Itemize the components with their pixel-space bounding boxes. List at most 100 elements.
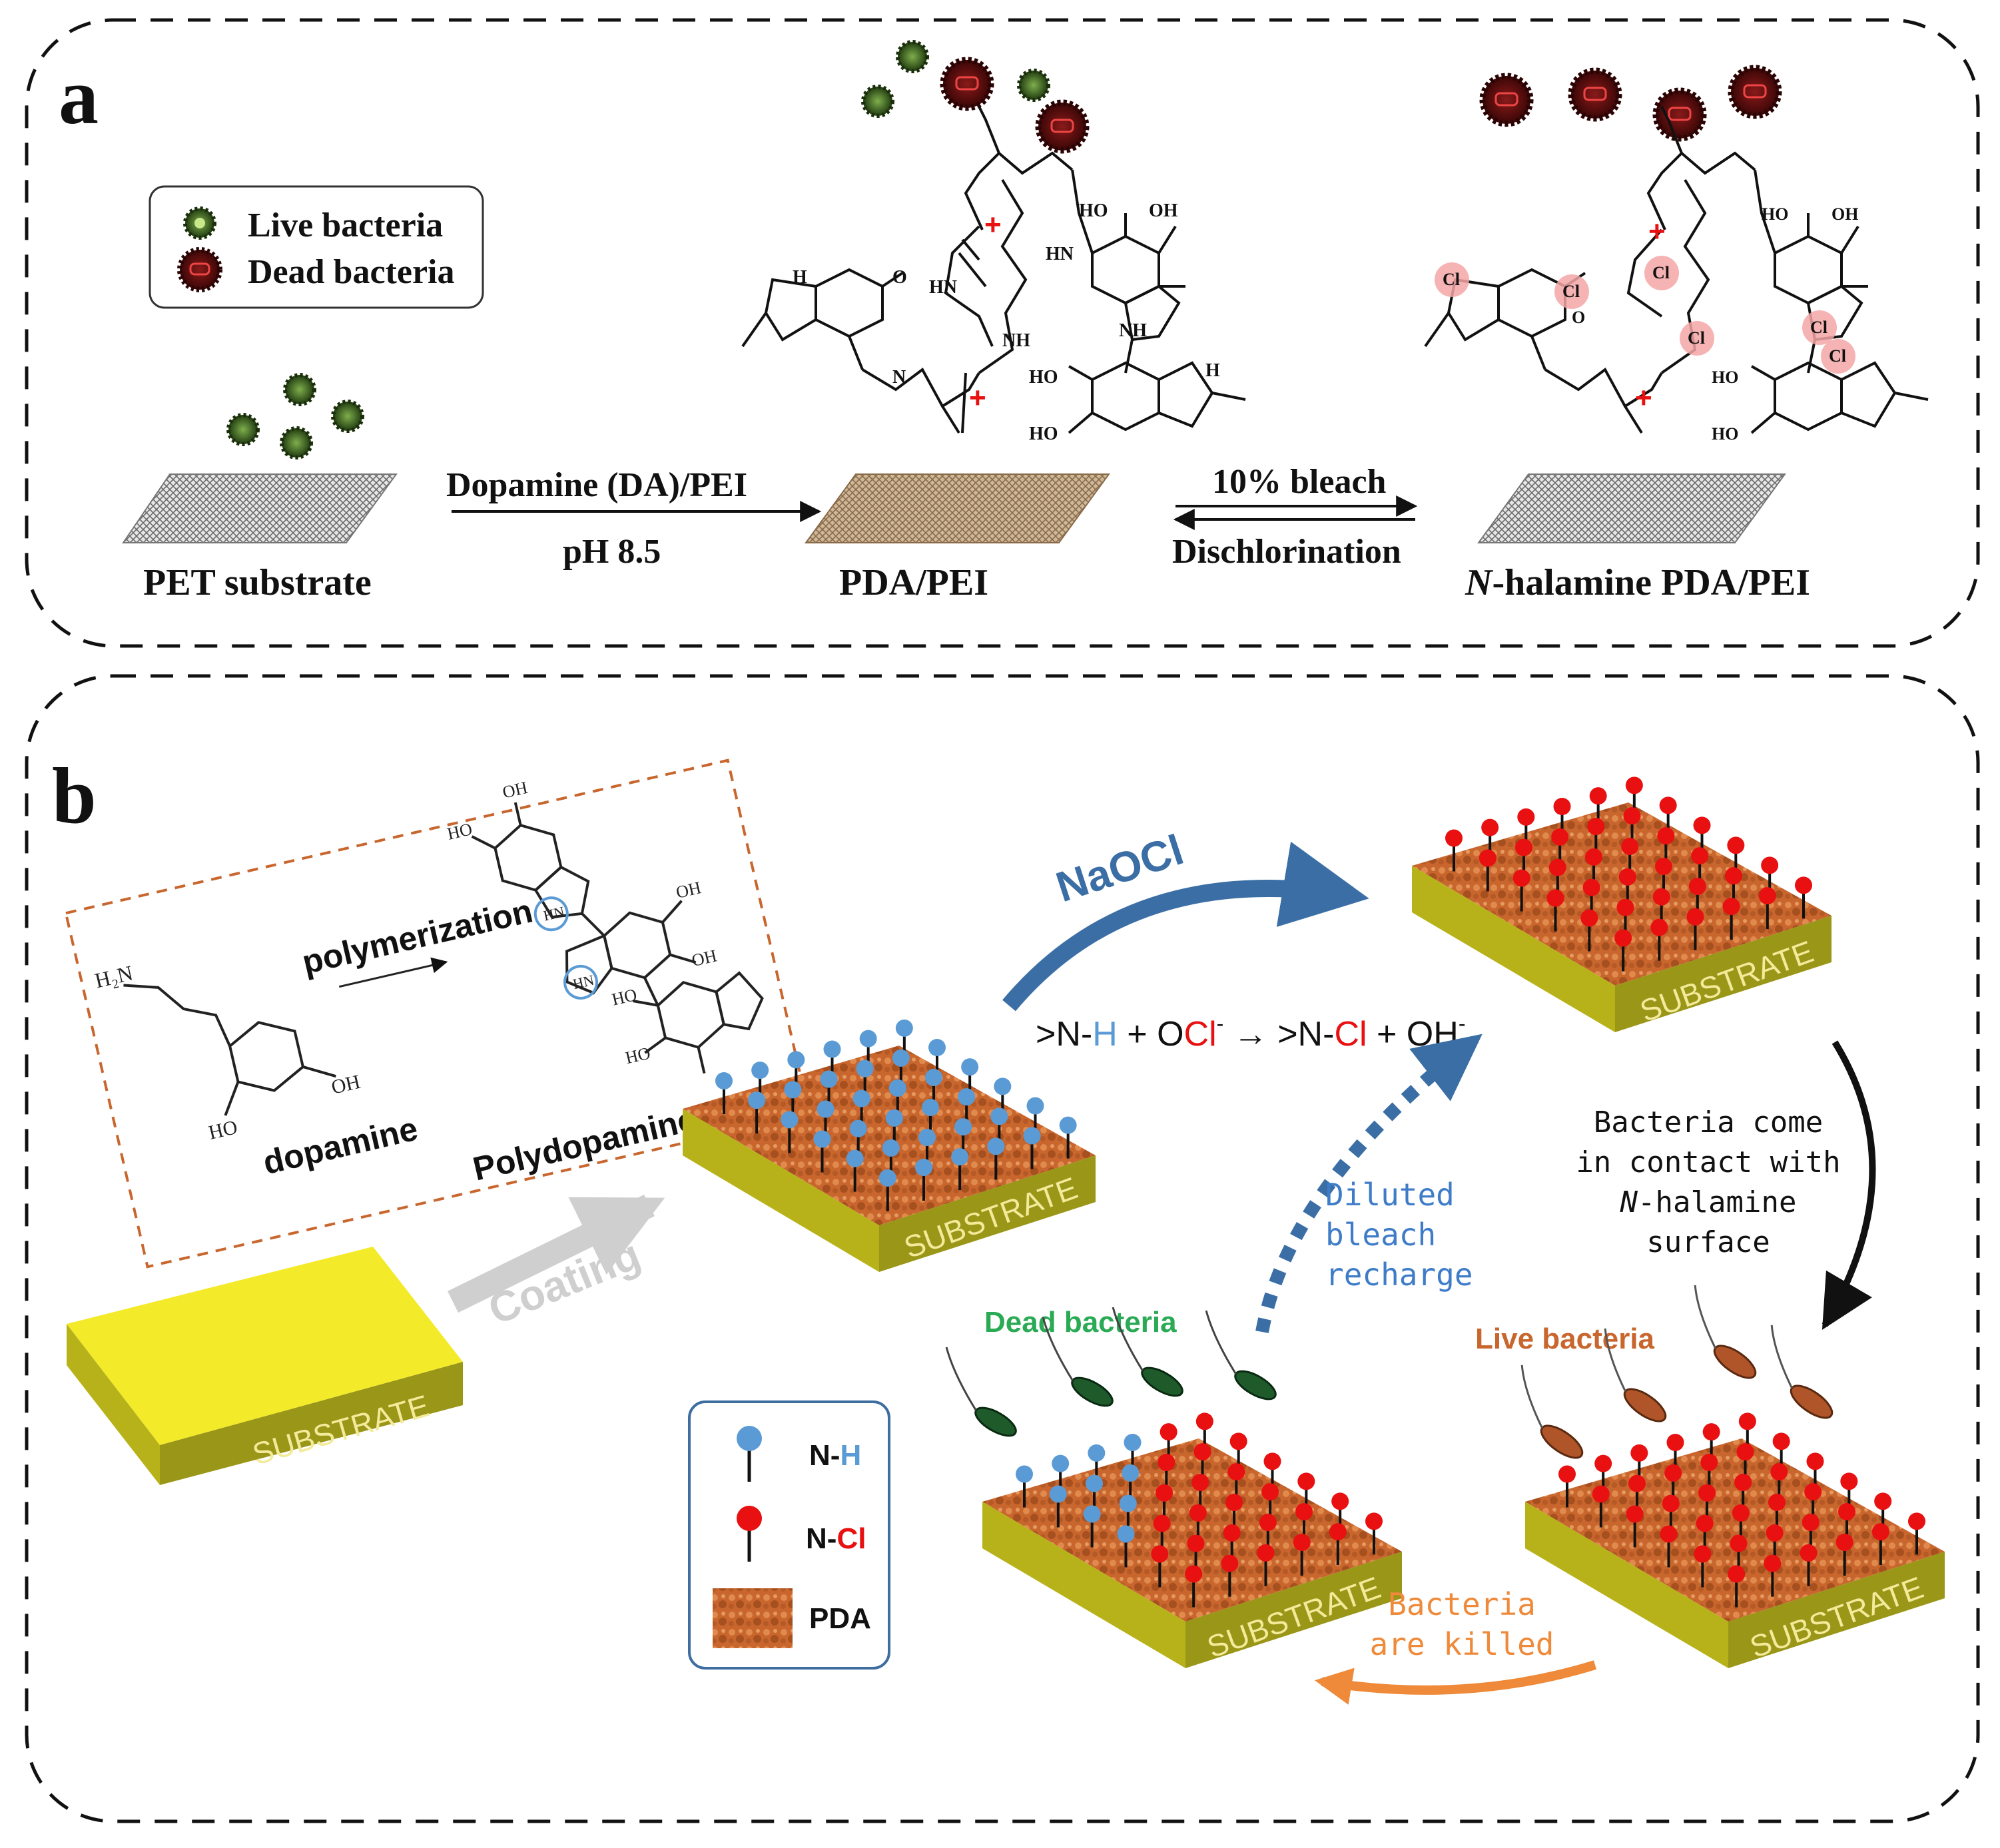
pin-head (1160, 1423, 1177, 1441)
pin-head (1589, 787, 1607, 805)
pin-head (1804, 1483, 1822, 1501)
svg-text:Cl: Cl (1562, 282, 1580, 301)
pin-head (1795, 876, 1812, 894)
pin-head (1221, 1554, 1239, 1572)
pet-substrate-label: PET substrate (143, 562, 372, 603)
pin-head (1650, 918, 1668, 936)
pin-head (1088, 1444, 1106, 1462)
legend-live-label: Live bacteria (248, 206, 443, 244)
pin-head (1086, 1474, 1103, 1492)
pin-head (1592, 1485, 1610, 1503)
svg-text:HO: HO (1029, 424, 1058, 444)
ncl-pin-icon (737, 1506, 762, 1562)
pin-head (994, 1078, 1012, 1095)
pin-head (895, 1019, 913, 1037)
pin-head (1702, 1423, 1720, 1441)
panel-a-label: a (59, 52, 99, 141)
pin-head (878, 1169, 896, 1187)
pin-head (1732, 1504, 1750, 1522)
pin-head (1193, 1443, 1211, 1461)
pin-head (885, 1109, 903, 1127)
svg-text:H: H (793, 267, 807, 288)
pin-head (1693, 816, 1711, 834)
mixed-platform: SUBSTRATE (982, 1412, 1402, 1668)
pin-head (1722, 898, 1740, 915)
pin-head (987, 1137, 1005, 1155)
n-halamine-sheet (1477, 473, 1786, 543)
pin-head (1195, 1412, 1213, 1430)
pin-head (892, 1049, 910, 1067)
pin-head (1151, 1545, 1169, 1563)
svg-text:Cl: Cl (1810, 318, 1828, 337)
pin-head (1517, 808, 1535, 826)
bacteria-legend: Live bacteria Dead bacteria (149, 185, 484, 309)
pin-head (958, 1088, 976, 1106)
pin-head (1293, 1534, 1311, 1551)
pin-head (784, 1081, 802, 1099)
recharge-text: Diluted bleach recharge (1325, 1177, 1473, 1293)
pin-head (1686, 908, 1704, 926)
svg-text:Cl: Cl (1829, 346, 1846, 366)
pin-head (1548, 858, 1566, 876)
pin-head (961, 1058, 979, 1076)
pin-head (1840, 1472, 1858, 1490)
pin-head (1694, 1545, 1712, 1563)
pin-head (1761, 856, 1779, 874)
panel-a-frame (25, 18, 1980, 648)
svg-text:HN: HN (1046, 244, 1074, 264)
pin-head (1802, 1514, 1820, 1531)
pin-head (859, 1030, 877, 1048)
live-bacteria-icon (183, 206, 216, 240)
pin-head (1874, 1492, 1892, 1510)
pin-head (1764, 1554, 1782, 1572)
pin-head (1153, 1514, 1171, 1532)
plain-substrate: SUBSTRATE (67, 1247, 463, 1485)
nh-pin-icon (737, 1426, 762, 1482)
svg-text:Bacteria: Bacteria (1388, 1586, 1536, 1622)
svg-text:NH: NH (1119, 320, 1147, 341)
n-halamine-atom-labels: Cl Cl Cl Cl Cl Cl O HO OH HO HO (1443, 204, 1858, 444)
pin-head (1623, 807, 1641, 825)
pin-head (954, 1118, 972, 1136)
pda-pei-atom-labels: H O N HN NH HN HO OH NH HO HO H (793, 200, 1220, 444)
pin-head (1614, 929, 1632, 947)
pin-head (1223, 1524, 1241, 1542)
svg-text:O: O (892, 267, 907, 288)
pin-head (1657, 827, 1675, 845)
svg-text:are killed: are killed (1370, 1626, 1554, 1662)
panel-b-frame (25, 674, 1980, 1823)
step2-reverse-label: Dischlorination (1172, 533, 1401, 571)
pin-head (1666, 1434, 1684, 1451)
svg-text:NH: NH (1002, 330, 1030, 351)
svg-text:HO: HO (1762, 204, 1788, 224)
cl-highlight-circles (1435, 256, 1855, 374)
cation-plus-2: + (969, 382, 986, 414)
svg-text:O: O (1572, 308, 1585, 327)
pin-head (1728, 1565, 1746, 1583)
pin-head (1156, 1484, 1173, 1502)
polymerization-inset: H₂N HO OH dopamine polymerization HN HN (64, 759, 811, 1269)
pin-head (1580, 909, 1598, 927)
pin-head (1558, 1465, 1576, 1483)
pin-head (1766, 1524, 1784, 1542)
pin-head (852, 1089, 870, 1107)
pin-head (1122, 1464, 1140, 1482)
svg-text:HO: HO (1029, 367, 1058, 388)
dead-bacteria-cluster (1479, 65, 1782, 142)
svg-text:Diluted: Diluted (1325, 1177, 1455, 1213)
pin-head (1257, 1544, 1275, 1562)
svg-text:HO: HO (1079, 200, 1108, 221)
svg-text:HN: HN (929, 277, 957, 298)
step1-reagent-label: Dopamine (DA)/PEI (446, 466, 747, 504)
pin-head (1835, 1534, 1853, 1551)
pin-head (1261, 1483, 1279, 1501)
pin-head (1655, 858, 1672, 875)
pin-head (748, 1091, 766, 1109)
pin-head (1664, 1464, 1682, 1482)
svg-text:OH: OH (1149, 200, 1178, 221)
naocl-arrow (1002, 841, 1369, 1012)
pin-head (1553, 798, 1571, 815)
pin-head (1329, 1523, 1347, 1541)
pin-head (915, 1159, 932, 1176)
